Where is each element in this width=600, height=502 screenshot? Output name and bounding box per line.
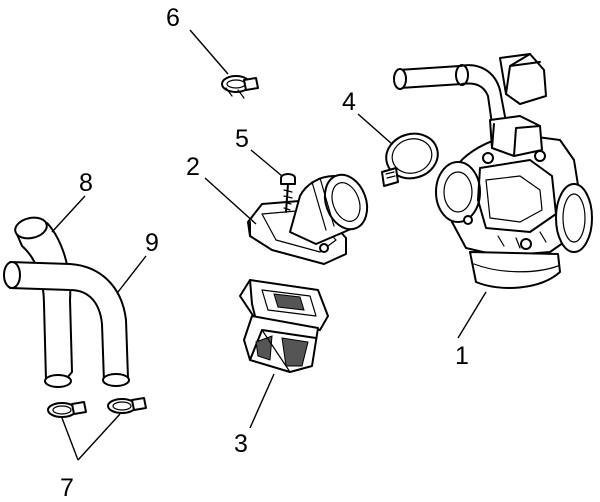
callout-5: 5 <box>235 125 249 153</box>
hose-clamp-pair-part <box>47 397 147 418</box>
leader-line-5 <box>250 149 283 177</box>
carburetor-part <box>393 53 593 289</box>
callout-3: 3 <box>234 430 248 458</box>
callout-labels: 1 2 3 4 5 6 7 8 9 <box>60 4 469 502</box>
leader-line-1 <box>457 291 487 339</box>
callout-6: 6 <box>166 4 180 32</box>
callout-2: 2 <box>186 153 200 181</box>
leader-line-7b <box>77 413 121 461</box>
leader-line-9 <box>117 255 147 293</box>
callout-7: 7 <box>60 474 74 502</box>
leader-line-2 <box>204 177 257 225</box>
callout-1: 1 <box>455 342 469 370</box>
leader-lines <box>51 29 487 461</box>
hose-curved-part <box>14 216 73 388</box>
callout-4: 4 <box>342 88 356 116</box>
hose-bent-part <box>3 261 130 387</box>
leader-line-6 <box>189 29 229 75</box>
intake-manifold-part <box>247 173 369 265</box>
leader-line-7a <box>61 417 79 461</box>
hose-clamp-large-part <box>381 132 439 187</box>
callout-8: 8 <box>79 169 93 197</box>
reed-valve-part <box>239 279 329 373</box>
hose-clamp-small-top-part <box>221 75 259 99</box>
leader-line-4 <box>357 113 393 145</box>
leader-line-3 <box>249 373 275 429</box>
callout-9: 9 <box>145 229 159 257</box>
leader-line-8 <box>51 195 86 233</box>
screw-part <box>280 173 296 213</box>
